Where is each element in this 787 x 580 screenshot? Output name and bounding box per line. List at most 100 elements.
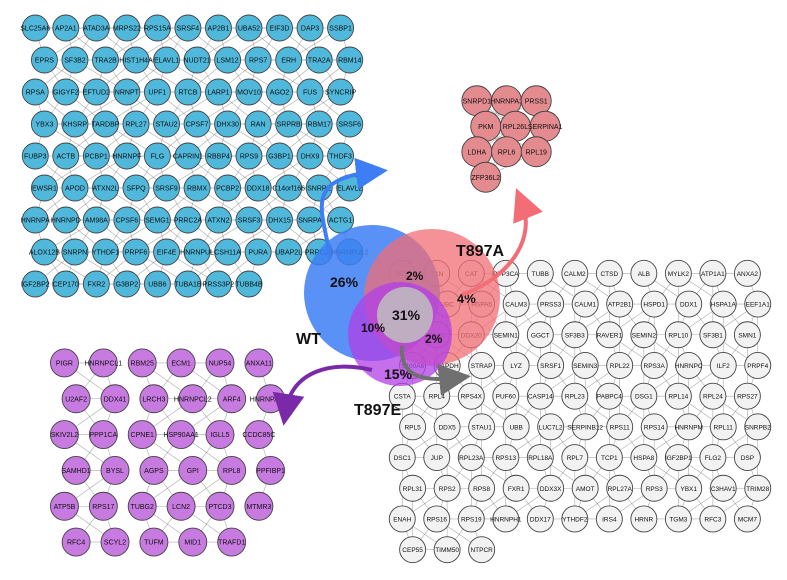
node-enah: ENAH <box>388 505 416 533</box>
node-sfpq: SFPQ <box>122 174 150 202</box>
node-semg1: SEMG1 <box>143 206 171 234</box>
node-label: RPL23A <box>459 455 484 462</box>
node-circle <box>709 352 737 379</box>
node-label: RBM14 <box>338 58 361 65</box>
node-eef1a1: EEF1A1 <box>744 290 772 318</box>
node-mov10: MOV10 <box>235 78 263 106</box>
node-dsg1: DSG1 <box>630 382 658 410</box>
node-circle <box>127 348 157 378</box>
node-label: ACTG1 <box>329 218 352 225</box>
node-label: THDF3 <box>329 154 352 161</box>
node-circle <box>122 174 150 202</box>
node-label: IRS4 <box>602 516 617 523</box>
node-ddx5: DDX5 <box>433 413 461 441</box>
node-circle <box>468 536 496 564</box>
venn-pct-a-only: 4% <box>457 291 476 306</box>
node-circle <box>537 352 565 379</box>
node-circle <box>139 455 169 485</box>
node-label: PKM <box>478 124 493 131</box>
node-circle <box>640 352 668 379</box>
node-label: SEMIN3 <box>573 363 598 370</box>
node-label: MID1 <box>184 540 201 547</box>
node-ctsd: CTSD <box>595 259 623 287</box>
node-lsm12: LSM12 <box>214 46 242 74</box>
node-circle <box>630 444 658 471</box>
node-erh: ERH <box>275 46 303 74</box>
node-circle <box>82 206 110 234</box>
node-label: SF3B2 <box>64 58 86 65</box>
node-rpl10: RPL10 <box>664 321 692 349</box>
node-zfp36l2: ZFP36L2 <box>470 161 502 193</box>
node-circle <box>235 270 263 298</box>
node-ybx3: YBX3 <box>30 110 58 138</box>
node-semin2: SEMIN2 <box>630 321 658 349</box>
node-circle <box>388 505 416 533</box>
node-circle <box>235 206 263 234</box>
node-tubb: TUBB <box>526 259 554 287</box>
node-ppp1ca: PPP1CA <box>88 420 118 450</box>
node-cpne1: CPNE1 <box>127 420 157 450</box>
node-puf60: PUF60 <box>492 382 520 410</box>
node-hnrnpul: HNRNPUL <box>180 238 214 266</box>
node-label: SKIV2L2 <box>51 432 79 439</box>
node-circle <box>630 382 658 410</box>
node-label: EIF3D <box>270 26 290 33</box>
node-srsf9: SRSF9 <box>153 174 180 202</box>
node-circle <box>561 444 589 471</box>
node-label: RBBP4 <box>207 154 230 161</box>
node-circle <box>699 444 727 471</box>
node-rfc3: RFC3 <box>699 505 727 533</box>
node-label: NUP54 <box>209 360 232 367</box>
node-label: GIGYF2 <box>53 90 79 97</box>
node-label: ALOX12B <box>29 250 60 257</box>
node-sf3b3: SF3B3 <box>561 321 589 349</box>
node-circle <box>217 527 247 557</box>
node-circle <box>244 174 272 202</box>
node-circle <box>275 110 303 138</box>
node-circle <box>205 270 232 298</box>
node-label: ERH <box>281 58 296 65</box>
node-label: HNRNPA3 <box>490 98 523 105</box>
node-hist1h4a: HIST1H4A <box>119 46 153 74</box>
node-label: RPL23 <box>565 394 585 401</box>
node-label: SERPINA1 <box>528 124 563 131</box>
node-circle <box>92 110 119 138</box>
node-label: UPF1 <box>148 90 166 97</box>
node-circle <box>235 14 263 42</box>
node-mid1: MID1 <box>178 527 208 557</box>
venn-pct-wt-a: 2% <box>406 269 424 283</box>
node-circle <box>606 352 634 379</box>
node-label: RPL8 <box>223 468 241 475</box>
node-circle <box>122 110 150 138</box>
node-circle <box>153 174 180 202</box>
node-circle <box>49 491 79 521</box>
node-circle <box>266 142 293 170</box>
node-circle <box>327 142 355 170</box>
node-label: JUP <box>431 455 443 462</box>
node-circle <box>266 14 293 42</box>
node-circle <box>388 444 416 471</box>
node-label: SRSF1 <box>540 363 561 370</box>
node-label: RPL10 <box>668 332 688 339</box>
node-tardbp: TARDBP <box>92 110 120 138</box>
venn-pct-wt-e: 10% <box>361 321 385 335</box>
node-pcbp1: PCBP1 <box>82 142 110 170</box>
node-circle <box>235 78 263 106</box>
node-rbm17: RBM17 <box>305 110 333 138</box>
node-label: HSPA8 <box>633 455 654 462</box>
node-flg2: FLG2 <box>699 444 727 471</box>
node-elavl1: ELAVL1 <box>153 46 180 74</box>
node-circle <box>214 238 242 266</box>
node-eftud2: EFTUD2 <box>83 78 110 106</box>
node-circle <box>205 206 232 234</box>
node-label: PTCD3 <box>209 504 232 511</box>
node-hsp90aa1: HSP90AA1 <box>163 420 199 450</box>
node-circle <box>143 270 171 298</box>
node-label: DAP3 <box>301 26 319 33</box>
node-rpl11: RPL11 <box>709 413 737 441</box>
node-label: CSH11A <box>214 250 241 257</box>
node-circle <box>214 46 242 74</box>
node-label: ARF4 <box>223 396 241 403</box>
node-circle <box>709 474 737 502</box>
node-label: CASP14 <box>528 394 553 401</box>
